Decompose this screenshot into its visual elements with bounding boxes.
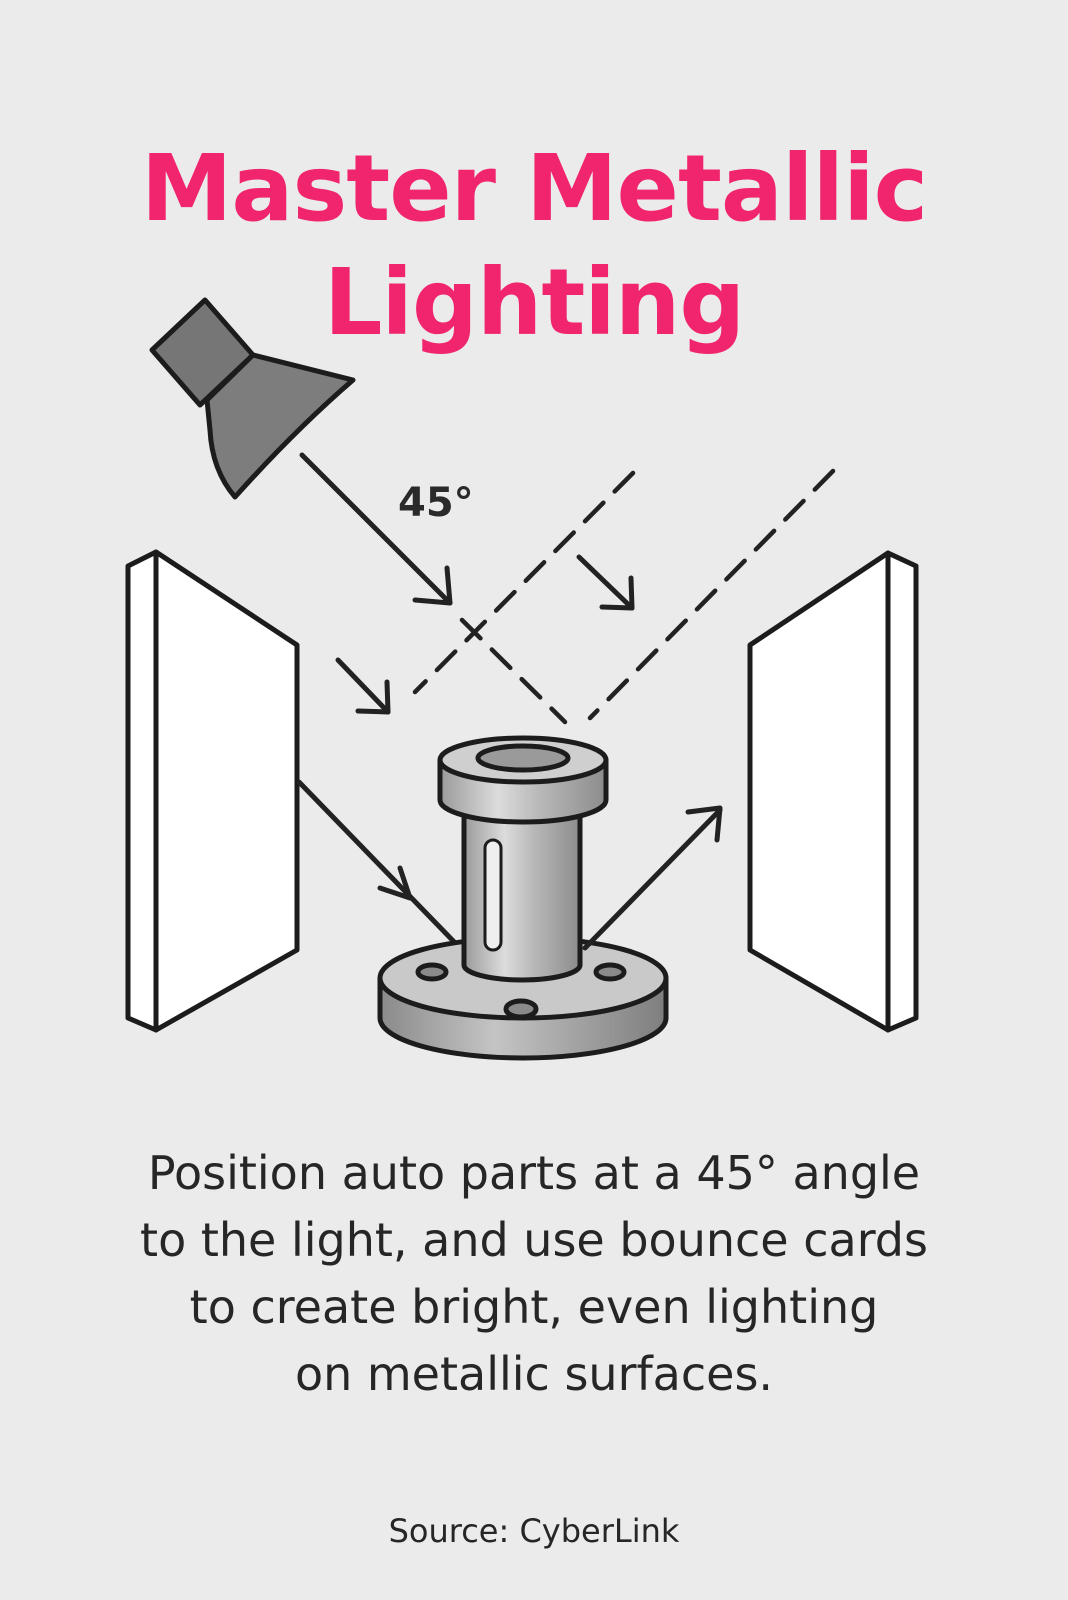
page-title: Master Metallic Lighting (0, 132, 1068, 360)
dashed-path-right (587, 468, 836, 721)
bounce-right-arrowhead-icon (685, 805, 723, 843)
dashed-path-to-object (459, 617, 568, 725)
title-line-2: Lighting (323, 248, 745, 356)
flange-hole-left (415, 962, 449, 982)
left-card-face (153, 549, 300, 1033)
small-arrow-left-line (335, 657, 391, 715)
right-bounce-card (747, 550, 919, 1033)
caption-line-2: to the light, and use bounce cards (140, 1213, 928, 1267)
small-arrows (335, 554, 635, 715)
small-arrow-center-line (576, 554, 635, 611)
cylinder-body (461, 797, 583, 983)
incident-light-arrow (299, 452, 453, 606)
caption-line-4: on metallic surfaces. (294, 1347, 774, 1401)
flange-hole-right (593, 962, 627, 982)
left-bounce-card (125, 549, 300, 1033)
right-card-face (747, 550, 891, 1033)
small-arrow-left-head-icon (355, 679, 391, 715)
incident-arrowhead-icon (412, 565, 453, 606)
source-credit: Source: CyberLink (388, 1512, 680, 1550)
angle-label: 45° (398, 480, 474, 526)
right-card-edge (885, 550, 919, 1033)
title-line-1: Master Metallic (140, 134, 928, 242)
spotlight-lamp-icon (149, 297, 356, 500)
metal-part-icon (377, 735, 669, 1061)
cap-hole (475, 743, 571, 773)
bounce-light-right (582, 807, 723, 951)
bounce-left-arrowhead-icon (377, 865, 413, 901)
small-arrow-center-head-icon (599, 575, 635, 611)
bounce-light-left (296, 779, 465, 953)
caption-line-3: to create bright, even lighting (189, 1280, 879, 1334)
cylinder-highlight (483, 838, 503, 952)
dashed-path-left (412, 470, 636, 695)
caption-text: Position auto parts at a 45° angle to th… (40, 1140, 1028, 1408)
left-card-edge (125, 549, 159, 1033)
dashed-reflection-lines (412, 468, 836, 725)
lamp-reflector (204, 352, 356, 500)
caption-line-1: Position auto parts at a 45° angle (147, 1146, 921, 1200)
flange-hole-front (503, 998, 539, 1020)
